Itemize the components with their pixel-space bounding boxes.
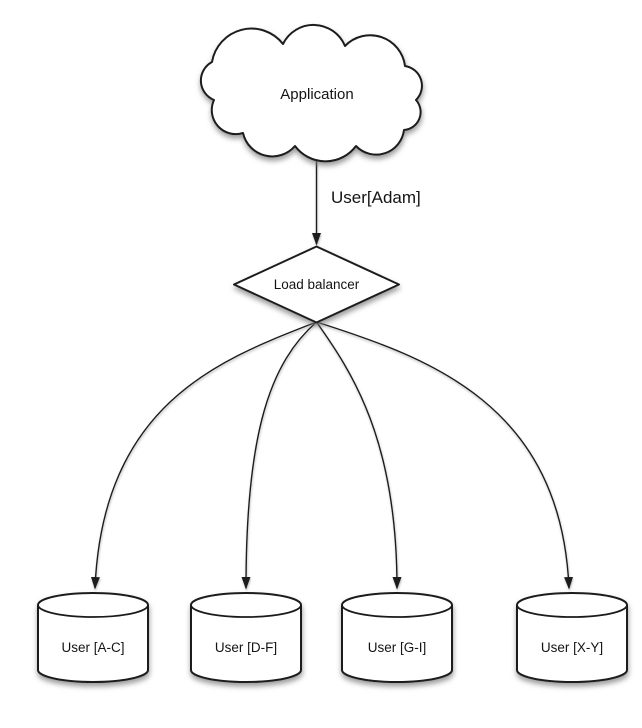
db-shard-node-df: User [D-F] bbox=[190, 592, 302, 683]
db-shard-label: User [A-C] bbox=[61, 640, 124, 655]
balancer-to-shard-xy-arrow bbox=[316, 321, 574, 590]
balancer-to-shard-gi-arrow bbox=[315, 321, 402, 590]
db-shard-node-ac: User [A-C] bbox=[37, 592, 149, 683]
balancer-to-shard-ac-arrow bbox=[90, 321, 317, 590]
application-label: Application bbox=[280, 86, 353, 103]
cloud-shape bbox=[199, 23, 423, 163]
diamond-shape bbox=[233, 245, 400, 324]
balancer-to-shard-df-arrow bbox=[241, 321, 317, 590]
db-shard-label: User [D-F] bbox=[215, 640, 277, 655]
db-shard-node-gi: User [G-I] bbox=[341, 592, 453, 683]
edges-layer bbox=[90, 157, 574, 590]
cylinder-shape bbox=[190, 592, 302, 683]
db-shard-node-xy: User [X-Y] bbox=[516, 592, 628, 683]
db-shard-label: User [X-Y] bbox=[541, 640, 603, 655]
request-edge-label: User[Adam] bbox=[331, 188, 421, 207]
load-balancer-label: Load balancer bbox=[274, 277, 360, 292]
application-cloud-node: Application bbox=[199, 23, 423, 163]
db-shard-label: User [G-I] bbox=[368, 640, 427, 655]
cylinder-shape bbox=[341, 592, 453, 683]
cylinder-shape bbox=[37, 592, 149, 683]
cylinder-rim bbox=[341, 604, 453, 618]
cylinder-shape bbox=[516, 592, 628, 683]
load-balancer-node: Load balancer bbox=[233, 245, 400, 324]
cylinder-rim bbox=[516, 604, 628, 618]
cylinder-rim bbox=[37, 604, 149, 618]
cylinder-rim bbox=[190, 604, 302, 618]
